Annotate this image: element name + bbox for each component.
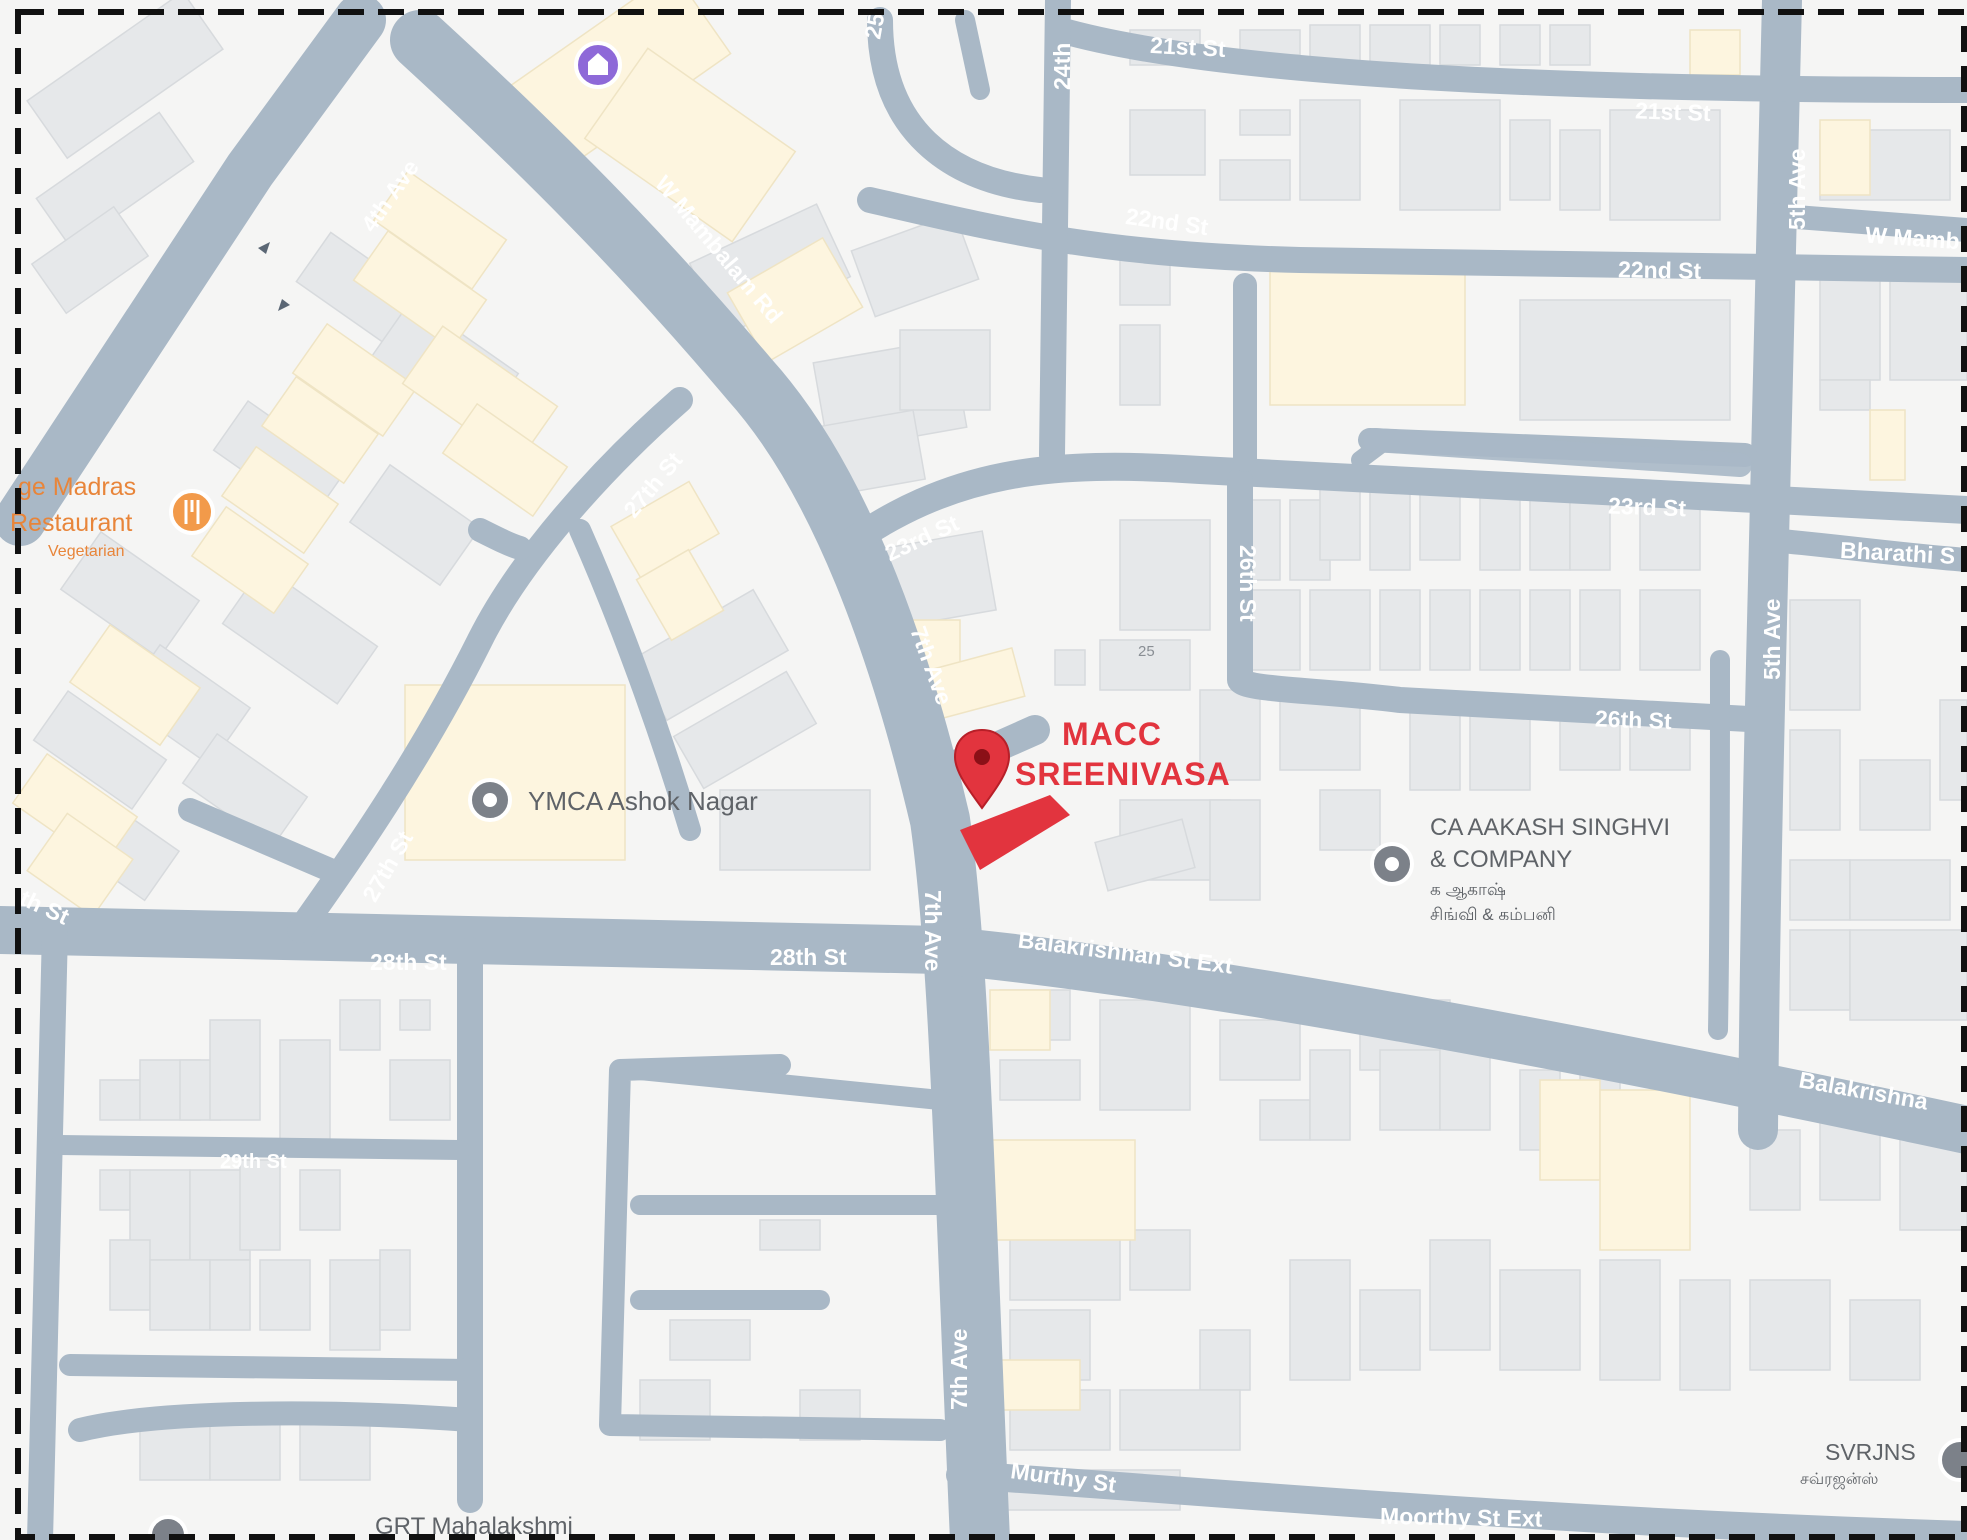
road-label-5th-ave-top: 5th Ave	[1784, 149, 1810, 230]
road-label-26th-st-vertical: 26th St	[1235, 545, 1261, 622]
ca-firm-poi[interactable]: CA AAKASH SINGHVI & COMPANY க ஆகாஷ் சிங்…	[1370, 814, 1670, 924]
road-label-24th: 24th	[1049, 43, 1075, 90]
restaurant-name-line1: ge Madras	[18, 473, 136, 501]
restaurant-poi[interactable]: ge Madras Restaurant Vegetarian	[10, 473, 215, 560]
building-number: 25	[1138, 643, 1155, 660]
selected-parcel	[960, 795, 1070, 870]
ca-firm-tamil-line2: சிங்வி & கம்பனி	[1430, 905, 1556, 924]
road-label-28th-st-east: 28th St	[770, 944, 847, 970]
road-label-21st-st: 21st St	[1150, 32, 1227, 62]
road-label-28th-st: 28th St	[370, 949, 447, 975]
selected-place[interactable]: MACC SREENIVASA	[953, 716, 1231, 870]
road-label-7th-ave-lower: 7th Ave	[946, 1329, 972, 1410]
svrjns-label: SVRJNS	[1825, 1439, 1916, 1465]
road-label-29th-st: 29th St	[220, 1151, 287, 1173]
road-label-22nd-st-east: 22nd St	[1618, 256, 1702, 283]
restaurant-category: Vegetarian	[48, 543, 125, 560]
selected-place-label-line2: SREENIVASA	[1015, 756, 1231, 792]
ca-firm-name-line2: & COMPANY	[1430, 846, 1572, 873]
ca-firm-tamil-line1: க ஆகாஷ்	[1430, 880, 1506, 899]
road-label-bharathi: Bharathi S	[1840, 537, 1956, 569]
restaurant-name-line2: Restaurant	[10, 509, 132, 537]
ca-firm-name-line1: CA AAKASH SINGHVI	[1430, 814, 1670, 841]
one-way-arrows	[258, 242, 290, 311]
pin-icon	[1938, 1438, 1967, 1482]
red-map-pin-icon	[953, 728, 1011, 810]
svrjns-tamil: சவ்ரஜன்ஸ்	[1800, 1471, 1878, 1489]
road-label-7th-ave-mid: 7th Ave	[920, 890, 946, 971]
map-frame-border	[15, 9, 1967, 1540]
road-label-26th-st: 26th St	[1595, 705, 1673, 734]
road-label-moorthy-st-ext: Moorthy St Ext	[1380, 1503, 1543, 1532]
ymca-label: YMCA Ashok Nagar	[528, 786, 758, 816]
svrjns-poi[interactable]: SVRJNS சவ்ரஜன்ஸ்	[1800, 1438, 1967, 1489]
selected-place-label-line1: MACC	[1062, 716, 1162, 752]
road-label-23rd-st-east: 23rd St	[1608, 493, 1687, 522]
ymca-poi[interactable]: YMCA Ashok Nagar	[468, 778, 758, 822]
place-of-worship-poi[interactable]	[574, 41, 622, 89]
road-label-25: 25	[859, 11, 889, 41]
road-label-5th-ave-mid: 5th Ave	[1759, 599, 1785, 680]
road-label-21st-st-east: 21st St	[1635, 97, 1712, 126]
